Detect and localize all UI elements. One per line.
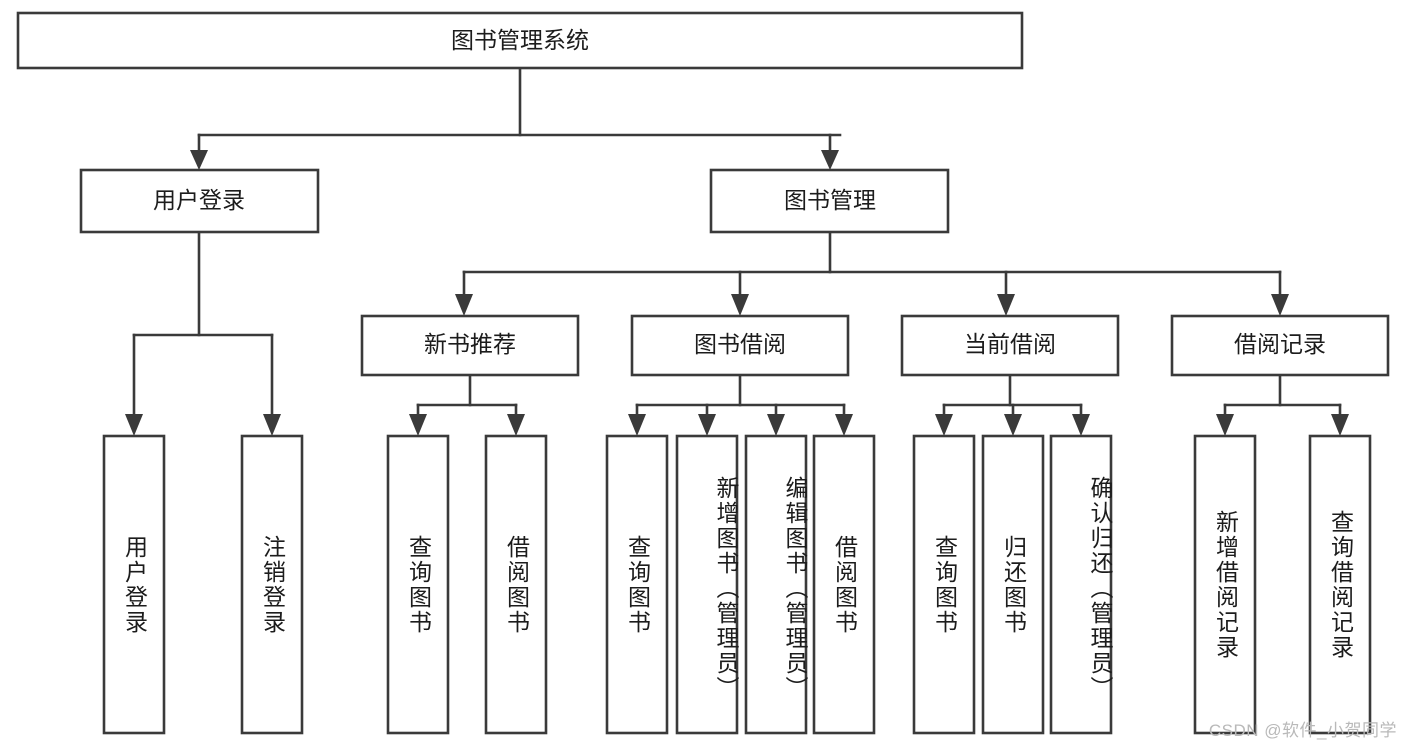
node-borrow-record-box[interactable]	[1170, 314, 1390, 377]
leaf-return-book-box[interactable]	[981, 434, 1045, 735]
node-borrow-record-label: 借阅记录	[1234, 331, 1326, 357]
node-book-management-label: 图书管理	[784, 187, 876, 213]
node-book-borrow-label: 图书借阅	[694, 331, 786, 357]
node-root-label: 图书管理系统	[451, 27, 589, 53]
node-current-borrow-label: 当前借阅	[964, 331, 1056, 357]
node-current-borrow-box[interactable]	[900, 314, 1120, 377]
leaf-user-logout-box[interactable]	[240, 434, 304, 735]
node-user-login-box[interactable]	[79, 168, 320, 234]
connector-userlogin-to-leaves	[125, 230, 281, 436]
connector-currentborrow-to-leaves	[935, 373, 1090, 436]
leaf-edit-book-box[interactable]	[744, 434, 808, 735]
leaf-add-book-box[interactable]	[675, 434, 739, 735]
leaf-query-record-box[interactable]	[1308, 434, 1372, 735]
node-book-management-box[interactable]	[709, 168, 950, 234]
leaf-borrow-book-2-box[interactable]	[812, 434, 876, 735]
connector-newbook-to-leaves	[409, 373, 525, 436]
leaf-borrow-book-1-box[interactable]	[484, 434, 548, 735]
node-new-book-recommend-label: 新书推荐	[424, 331, 516, 357]
node-book-borrow-box[interactable]	[630, 314, 850, 377]
connector-borrowrecord-to-leaves	[1216, 373, 1349, 436]
connector-bookborrow-to-leaves	[628, 373, 853, 436]
node-root-box[interactable]	[16, 11, 1024, 70]
connector-root-to-level2	[190, 66, 842, 170]
connector-bookmgmt-to-level3	[455, 230, 1289, 316]
node-user-login-label: 用户登录	[153, 187, 245, 213]
leaf-query-book-2-box[interactable]	[605, 434, 669, 735]
leaf-add-record-box[interactable]	[1193, 434, 1257, 735]
node-new-book-recommend-box[interactable]	[360, 314, 580, 377]
leaf-query-book-3-box[interactable]	[912, 434, 976, 735]
leaf-query-book-1-box[interactable]	[386, 434, 450, 735]
leaf-confirm-return-box[interactable]	[1049, 434, 1113, 735]
watermark-label: CSDN @软件_小贺同学	[1208, 721, 1397, 740]
leaf-user-login-box[interactable]	[102, 434, 166, 735]
